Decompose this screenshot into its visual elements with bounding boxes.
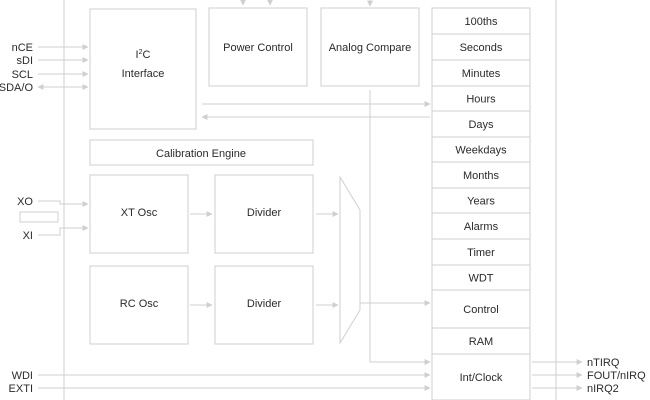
- register-cell: [431, 136, 531, 163]
- pin-label-nce: nCE: [12, 42, 33, 54]
- arrow-analog-to-intclock: [369, 90, 431, 365]
- i2c-interface-subtitle: Interface: [122, 68, 165, 80]
- rc-osc-label: RC Osc: [120, 298, 159, 310]
- register-label: Hours: [466, 94, 496, 106]
- register-cell: [431, 59, 531, 87]
- pin-label-ntirq: nTIRQ: [587, 357, 620, 369]
- xt-osc-block: [89, 174, 189, 254]
- register-label: WDT: [468, 273, 493, 285]
- register-label: Timer: [467, 247, 495, 259]
- register-cell: [431, 110, 531, 138]
- register-label: Alarms: [464, 221, 499, 233]
- analog-compare-block: [320, 7, 420, 87]
- register-stack: 100thsSecondsMinutesHoursDaysWeekdaysMon…: [431, 7, 531, 400]
- calibration-engine-label: Calibration Engine: [156, 148, 246, 160]
- divider-bottom-block: [214, 265, 314, 345]
- register-label: Control: [463, 304, 498, 316]
- register-cell: [431, 353, 531, 400]
- divider-top-label: Divider: [247, 207, 282, 219]
- register-cell: [431, 85, 531, 112]
- pin-label-xi: XI: [23, 230, 33, 242]
- power-control-label: Power Control: [223, 42, 293, 54]
- pin-label-exti: EXTI: [9, 383, 33, 395]
- pin-line-xo: [38, 200, 89, 207]
- i2c-interface-title: I2C: [136, 49, 151, 61]
- register-label: Days: [468, 119, 494, 131]
- pin-label-xo: XO: [17, 196, 33, 208]
- register-label: Weekdays: [455, 145, 507, 157]
- register-label: 100ths: [464, 16, 498, 28]
- register-cell: [431, 161, 531, 189]
- clock-mux: [339, 175, 361, 345]
- pin-label-wdi: WDI: [12, 370, 33, 382]
- i2c-interface-block: [89, 8, 197, 130]
- pin-label-nirq2: nIRQ2: [587, 383, 619, 395]
- pin-label-sdi: sDI: [17, 55, 34, 67]
- pin-label-sdao: SDA/O: [0, 82, 33, 94]
- register-label: Years: [467, 196, 495, 208]
- crystal-symbol: [19, 211, 59, 223]
- register-cell: [431, 289, 531, 329]
- register-cell: [431, 264, 531, 291]
- register-label: Seconds: [460, 42, 503, 54]
- register-label: RAM: [469, 336, 493, 348]
- register-cell: [431, 327, 531, 355]
- divider-bottom-label: Divider: [247, 298, 282, 310]
- register-label: Int/Clock: [460, 372, 503, 384]
- xt-osc-label: XT Osc: [121, 207, 158, 219]
- rc-osc-block: [89, 265, 189, 345]
- pin-label-fout: FOUT/nIRQ: [587, 370, 646, 382]
- analog-compare-label: Analog Compare: [329, 42, 412, 54]
- right-pins: nTIRQ FOUT/nIRQ nIRQ2: [532, 357, 646, 395]
- pin-line-xi: [38, 225, 89, 236]
- left-pins: nCE sDI SCL SDA/O XO XI WDI EXTI: [0, 42, 431, 395]
- register-label: Minutes: [462, 68, 501, 80]
- pin-label-scl: SCL: [12, 69, 33, 81]
- power-control-block: [208, 7, 308, 87]
- register-cell: [431, 212, 531, 240]
- register-label: Months: [463, 170, 500, 182]
- divider-top-block: [214, 174, 314, 254]
- calibration-engine-block: [89, 139, 314, 166]
- register-cell: [431, 238, 531, 266]
